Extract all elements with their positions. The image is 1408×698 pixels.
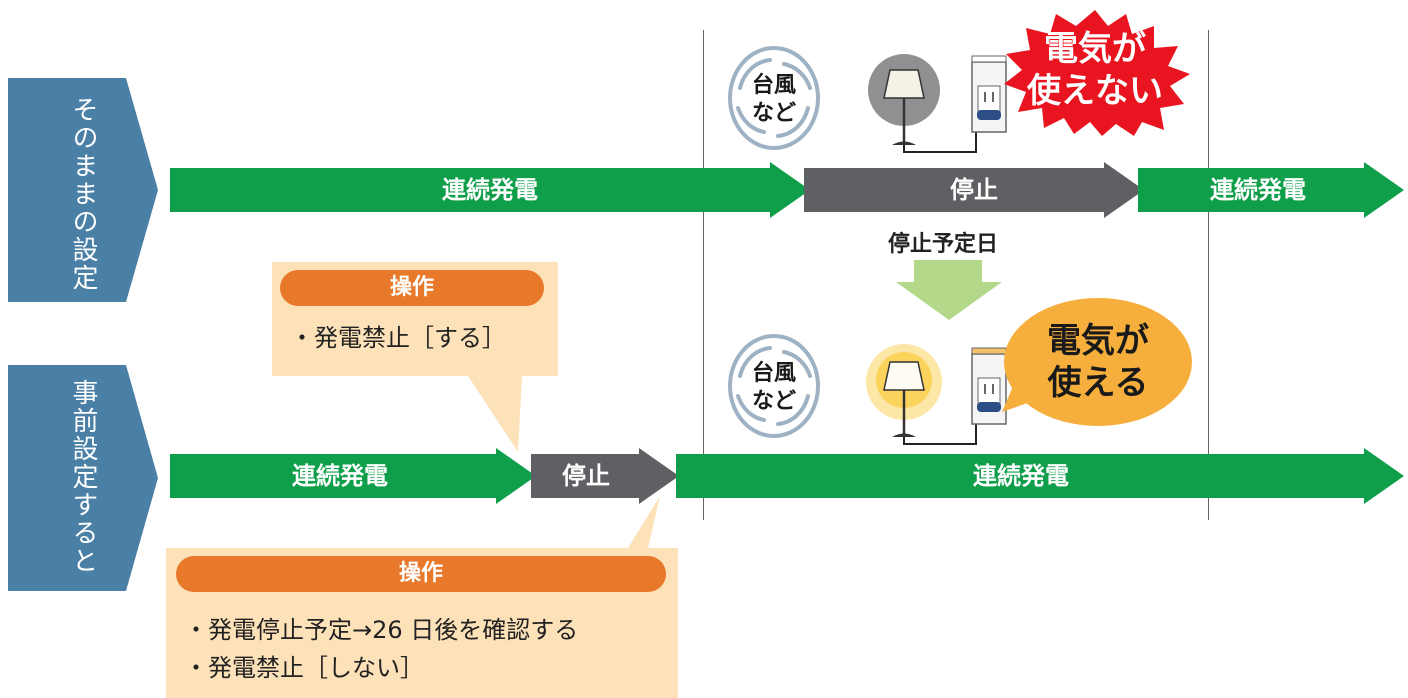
top-arrow-stop: 停止 [804, 162, 1144, 218]
typhoon-label-bottom: 台風 など [752, 361, 797, 414]
callout-1-title: 操作 [280, 270, 544, 306]
no-power-badge: 電気が 使えない [998, 8, 1192, 138]
bottom-arrow-continuous-1-label: 連続発電 [292, 462, 388, 490]
callout-1-line-1: ・発電禁止［する］ [290, 324, 506, 352]
callout-2-bubble [166, 496, 678, 698]
row-label-as-is: そのままの設定 [8, 78, 164, 302]
power-text: 電気が 使える [1047, 321, 1149, 403]
row-label-preset: 事前設定すると [8, 365, 164, 591]
callout-2-line-2: ・発電禁止［しない］ [184, 654, 424, 682]
stop-date-label: 停止予定日 [888, 232, 999, 257]
bottom-arrow-stop-label: 停止 [562, 462, 610, 490]
row-label-preset-text: 事前設定すると [68, 379, 98, 575]
callout-2-line-1: ・発電停止予定→26 日後を確認する [184, 616, 579, 644]
top-arrow-stop-label: 停止 [950, 176, 998, 204]
typhoon-icon-bottom: 台風 など [718, 326, 830, 446]
bottom-arrow-continuous-2: 連続発電 [676, 448, 1404, 504]
typhoon-label-top: 台風 など [752, 73, 797, 126]
down-arrow [896, 260, 1002, 320]
bottom-arrow-stop: 停止 [531, 448, 679, 504]
no-power-text: 電気が 使えない [1027, 29, 1163, 111]
callout-2-title: 操作 [176, 556, 666, 592]
row-label-as-is-text: そのままの設定 [68, 96, 98, 292]
top-arrow-continuous-1-label: 連続発電 [442, 176, 538, 204]
divider-line-right [1208, 30, 1209, 520]
typhoon-icon-top: 台風 など [718, 38, 830, 158]
power-badge: 電気が 使える [1002, 296, 1194, 432]
top-arrow-continuous-2-label: 連続発電 [1210, 176, 1306, 204]
lamp-off-icon [858, 48, 1018, 158]
top-arrow-continuous-2: 連続発電 [1138, 162, 1404, 218]
callout-1-bubble [272, 262, 558, 452]
lamp-on-icon [858, 340, 1018, 450]
bottom-arrow-continuous-1: 連続発電 [170, 448, 536, 504]
top-arrow-continuous-1: 連続発電 [170, 162, 810, 218]
bottom-arrow-continuous-2-label: 連続発電 [973, 462, 1069, 490]
divider-line-left [703, 30, 704, 520]
